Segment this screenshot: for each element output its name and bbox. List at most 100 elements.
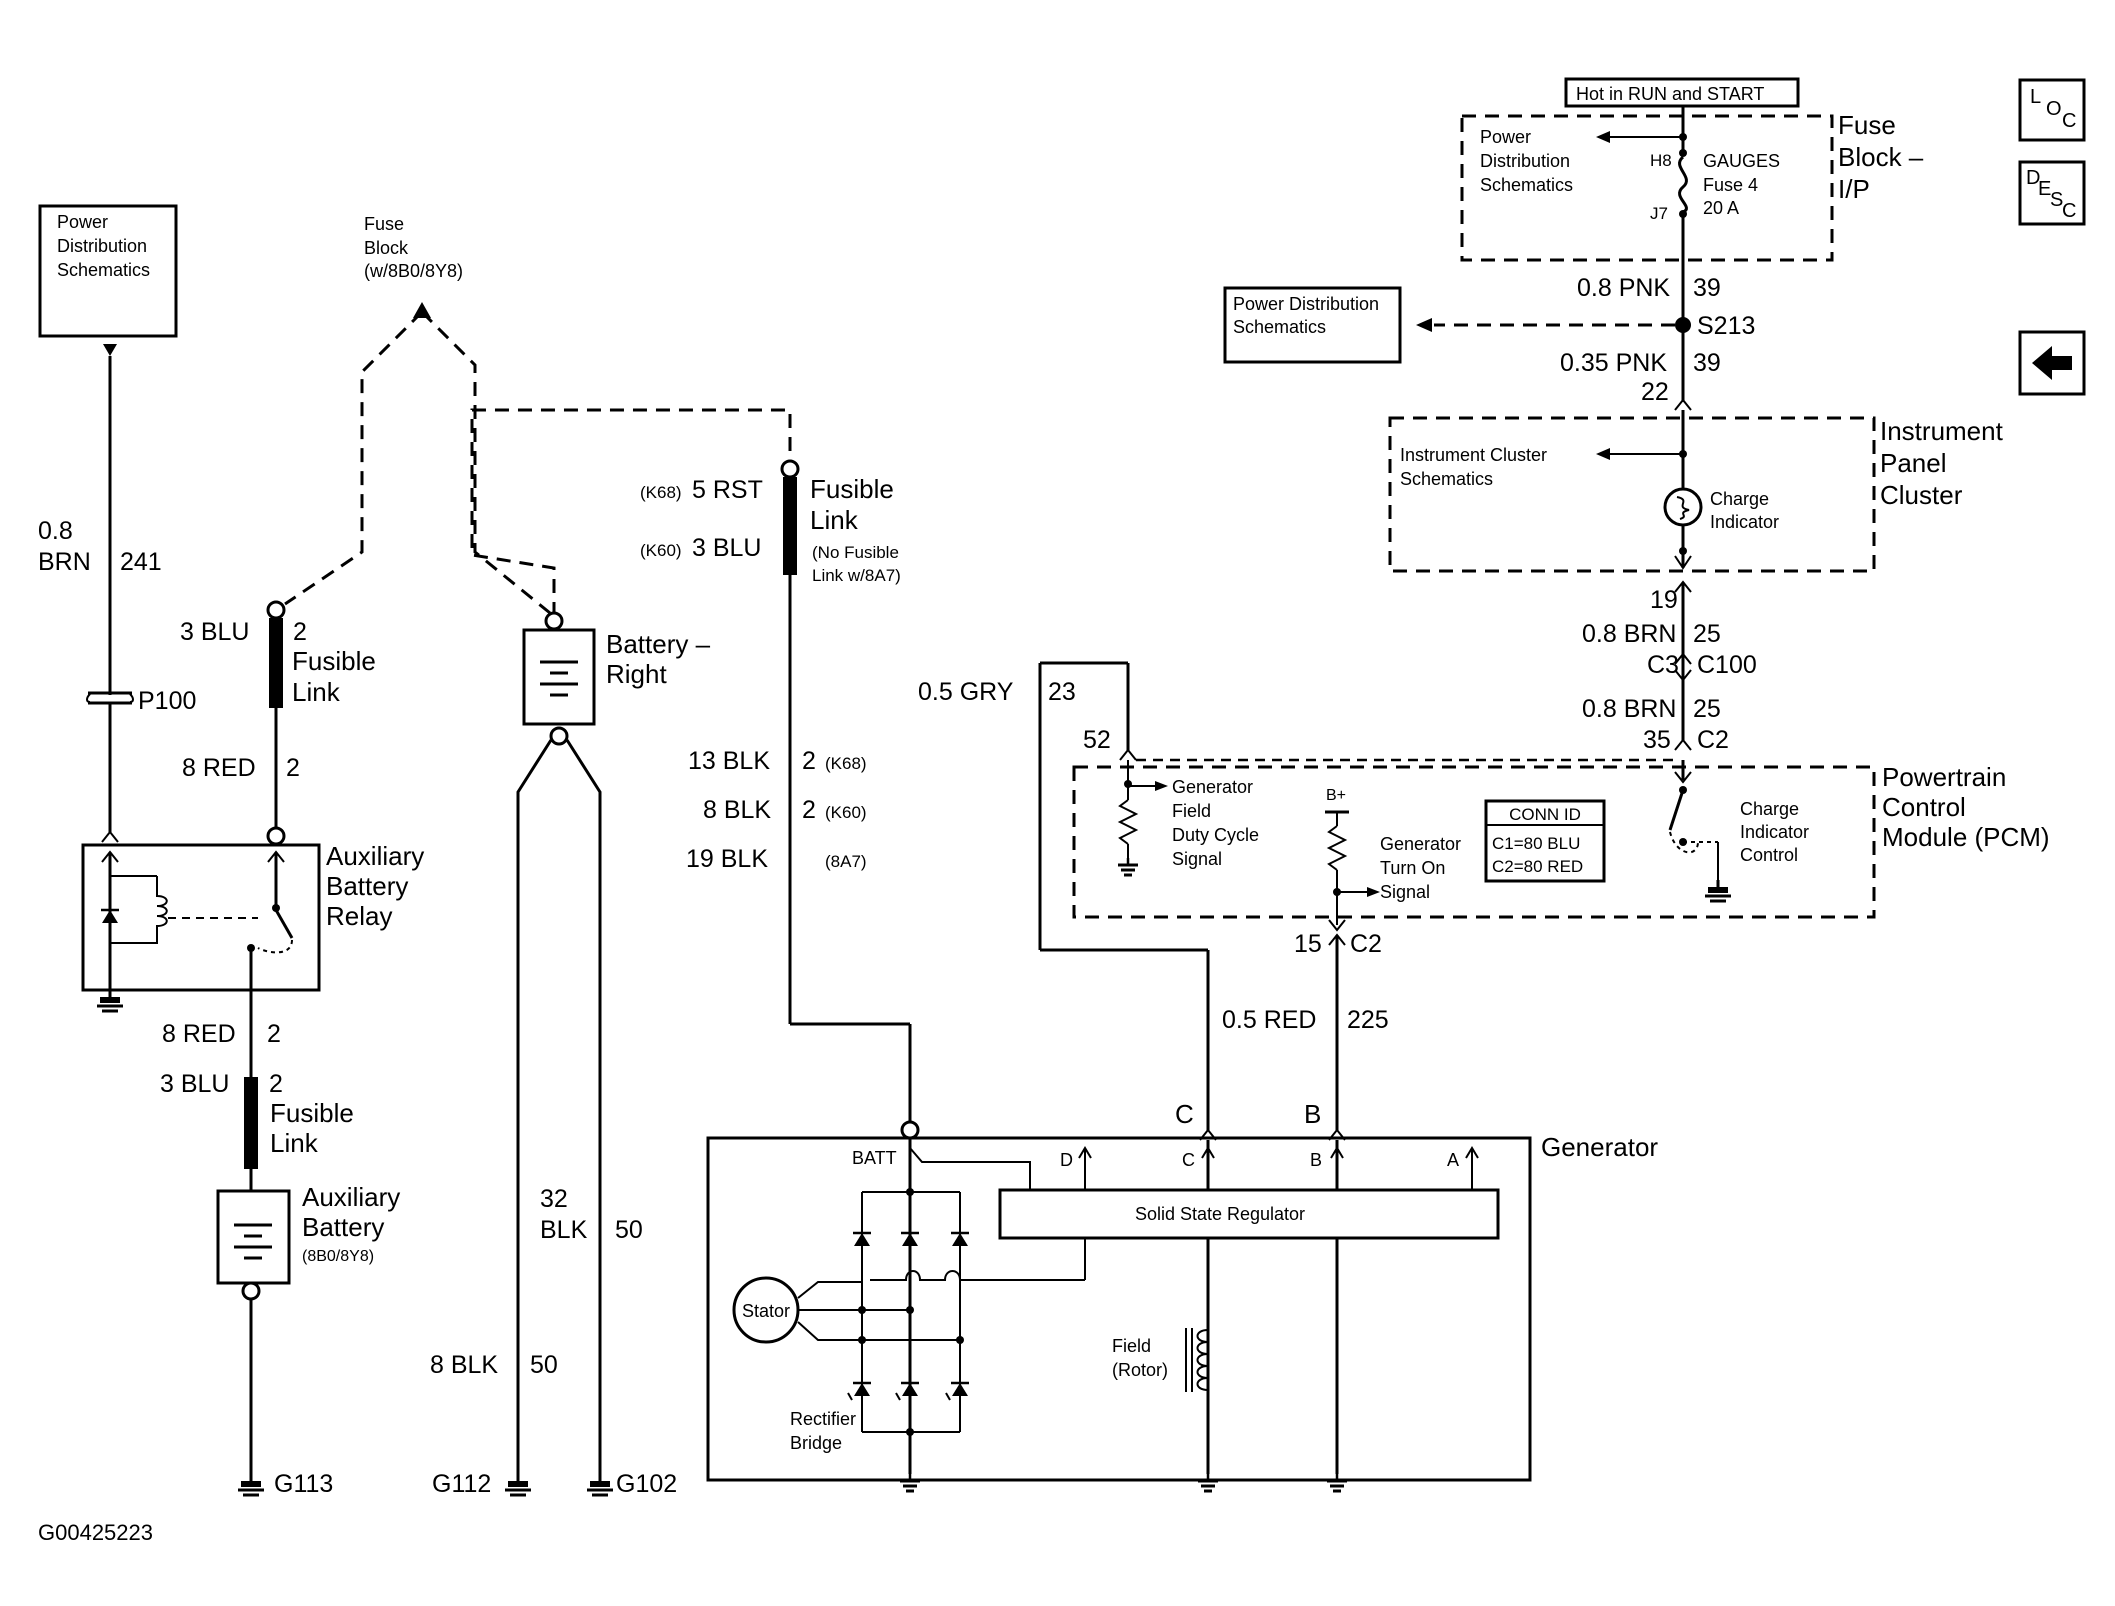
svg-text:Panel: Panel [1880, 448, 1947, 478]
svg-text:Duty Cycle: Duty Cycle [1172, 825, 1259, 845]
fusible-link-center [783, 477, 797, 575]
g102-ground [585, 1472, 615, 1497]
svg-text:25: 25 [1693, 620, 1721, 648]
svg-text:13 BLK: 13 BLK [688, 747, 770, 775]
svg-text:B: B [1310, 1150, 1322, 1170]
svg-text:0.5 GRY: 0.5 GRY [918, 678, 1014, 706]
svg-text:2: 2 [802, 747, 816, 775]
svg-text:3 BLU: 3 BLU [692, 534, 761, 562]
field-resistor [1117, 799, 1139, 845]
svg-text:Stator: Stator [742, 1301, 790, 1321]
svg-text:39: 39 [1693, 274, 1721, 302]
hot-label: Hot in RUN and START [1576, 84, 1764, 104]
svg-text:Generator: Generator [1380, 834, 1461, 854]
svg-text:50: 50 [530, 1351, 558, 1379]
svg-text:50: 50 [615, 1216, 643, 1244]
svg-text:8 BLK: 8 BLK [703, 796, 771, 824]
figure-id: G00425223 [38, 1520, 153, 1545]
svg-text:A: A [1447, 1150, 1459, 1170]
svg-text:2: 2 [286, 754, 300, 782]
svg-text:225: 225 [1347, 1006, 1389, 1034]
svg-text:C1=80 BLU: C1=80 BLU [1492, 834, 1580, 853]
loc-l: L [2030, 86, 2041, 108]
loc-button[interactable]: L O C [2018, 78, 2086, 142]
svg-text:8 RED: 8 RED [162, 1020, 236, 1048]
svg-text:B: B [1304, 1099, 1321, 1129]
svg-text:Control: Control [1740, 845, 1798, 865]
svg-text:(w/8B0/8Y8): (w/8B0/8Y8) [364, 261, 463, 281]
relay-coil [110, 876, 168, 944]
svg-text:Charge: Charge [1710, 489, 1769, 509]
svg-text:0.8 BRN: 0.8 BRN [1582, 695, 1676, 723]
svg-text:D: D [2026, 167, 2040, 189]
fuse-block-arrow [413, 302, 431, 318]
svg-text:Fusible: Fusible [292, 646, 376, 676]
svg-text:C: C [2062, 200, 2076, 222]
g112-ground [503, 1472, 533, 1497]
pcm-ground-2 [1703, 878, 1733, 903]
svg-text:20 A: 20 A [1703, 198, 1739, 218]
svg-text:C2: C2 [1350, 930, 1382, 958]
back-button[interactable] [2018, 330, 2086, 396]
svg-text:0.8 BRN: 0.8 BRN [1582, 620, 1676, 648]
svg-text:Instrument Cluster: Instrument Cluster [1400, 445, 1547, 465]
svg-text:E: E [2038, 178, 2051, 200]
fusible-link-1 [269, 618, 283, 708]
svg-text:Generator: Generator [1541, 1132, 1658, 1162]
p100-connector [86, 691, 134, 705]
svg-text:(Rotor): (Rotor) [1112, 1360, 1168, 1380]
svg-text:Auxiliary: Auxiliary [326, 841, 424, 871]
svg-text:Rectifier: Rectifier [790, 1409, 856, 1429]
svg-text:3 BLU: 3 BLU [180, 618, 249, 646]
svg-text:Block –: Block – [1838, 142, 1924, 172]
svg-text:Fusible: Fusible [270, 1098, 354, 1128]
loc-c: C [2062, 110, 2076, 132]
pds-box-mid [1223, 286, 1402, 364]
svg-text:19: 19 [1650, 586, 1678, 614]
svg-text:Instrument: Instrument [1880, 416, 2004, 446]
svg-text:0.8 PNK: 0.8 PNK [1577, 274, 1670, 302]
gauges-fuse [1678, 155, 1688, 214]
svg-text:8 BLK: 8 BLK [430, 1351, 498, 1379]
svg-text:5 RST: 5 RST [692, 476, 763, 504]
desc-button[interactable]: D E S C [2018, 160, 2086, 226]
svg-text:GAUGES: GAUGES [1703, 151, 1780, 171]
svg-text:G113: G113 [274, 1470, 333, 1498]
svg-text:Schematics: Schematics [1480, 175, 1573, 195]
svg-text:B+: B+ [1326, 787, 1346, 804]
svg-text:3 BLU: 3 BLU [160, 1070, 229, 1098]
svg-text:23: 23 [1048, 678, 1076, 706]
svg-text:BATT: BATT [852, 1148, 897, 1168]
svg-text:Battery –: Battery – [606, 629, 711, 659]
svg-text:Fuse 4: Fuse 4 [1703, 175, 1758, 195]
svg-text:Indicator: Indicator [1710, 512, 1779, 532]
svg-text:Power: Power [57, 212, 108, 232]
svg-text:Module (PCM): Module (PCM) [1882, 822, 2050, 852]
svg-text:Link: Link [292, 677, 341, 707]
svg-text:Link: Link [270, 1128, 319, 1158]
svg-text:Control: Control [1882, 792, 1966, 822]
batt-terminal [900, 1120, 920, 1140]
svg-text:(8A7): (8A7) [825, 852, 867, 871]
splice-s213 [1675, 317, 1691, 333]
svg-text:C2=80 RED: C2=80 RED [1492, 857, 1583, 876]
svg-text:8 RED: 8 RED [182, 754, 256, 782]
svg-text:2: 2 [269, 1070, 283, 1098]
svg-text:2: 2 [267, 1020, 281, 1048]
svg-text:D: D [1060, 1150, 1073, 1170]
battery-right [522, 628, 596, 726]
svg-text:Fuse: Fuse [1838, 110, 1896, 140]
svg-text:C3: C3 [1647, 651, 1679, 679]
svg-text:(8B0/8Y8): (8B0/8Y8) [302, 1248, 374, 1265]
svg-text:35: 35 [1643, 726, 1671, 754]
svg-text:Indicator: Indicator [1740, 822, 1809, 842]
svg-text:Power: Power [1480, 127, 1531, 147]
svg-text:I/P: I/P [1838, 174, 1870, 204]
svg-text:0.5 RED: 0.5 RED [1222, 1006, 1316, 1034]
svg-text:S213: S213 [1697, 312, 1755, 340]
svg-text:J7: J7 [1650, 204, 1668, 223]
svg-text:BLK: BLK [540, 1216, 588, 1244]
svg-text:Distribution: Distribution [57, 236, 147, 256]
pds-box-left [38, 204, 178, 338]
